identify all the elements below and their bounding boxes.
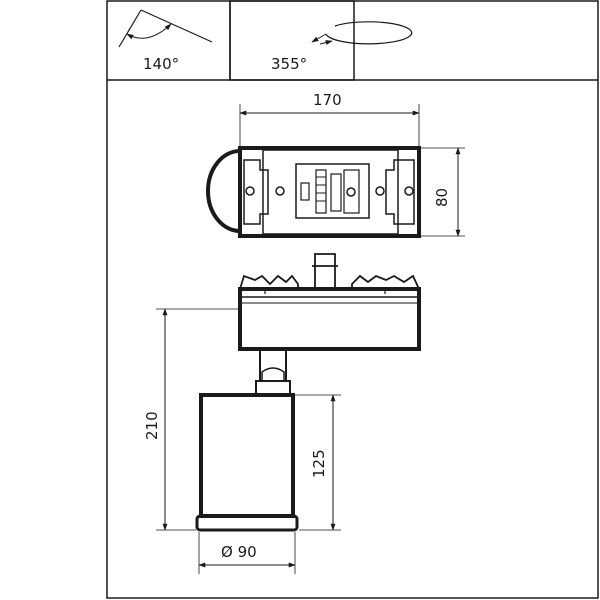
tilt-angle-label: 140° bbox=[143, 55, 179, 73]
side-view-spotlight-body bbox=[195, 393, 299, 532]
body-height-label: 125 bbox=[310, 449, 328, 478]
turn-panel-box bbox=[229, 0, 355, 81]
total-height-dimension bbox=[156, 308, 238, 531]
diameter-label: Ø 90 bbox=[221, 543, 257, 561]
side-view-adapter bbox=[238, 253, 421, 396]
tilt-angle-icon bbox=[118, 9, 213, 48]
rotation-angle-icon bbox=[311, 21, 413, 45]
depth-dimension bbox=[421, 147, 465, 237]
width-dimension bbox=[239, 104, 420, 146]
rotation-angle-label: 355° bbox=[271, 55, 307, 73]
width-dimension-label: 170 bbox=[313, 91, 342, 109]
total-height-label: 210 bbox=[143, 411, 161, 440]
diameter-dimension bbox=[198, 532, 296, 574]
body-height-dimension bbox=[295, 394, 341, 531]
drawing-frame bbox=[106, 0, 599, 599]
depth-dimension-label: 80 bbox=[433, 188, 451, 207]
top-view-adapter bbox=[206, 146, 421, 238]
